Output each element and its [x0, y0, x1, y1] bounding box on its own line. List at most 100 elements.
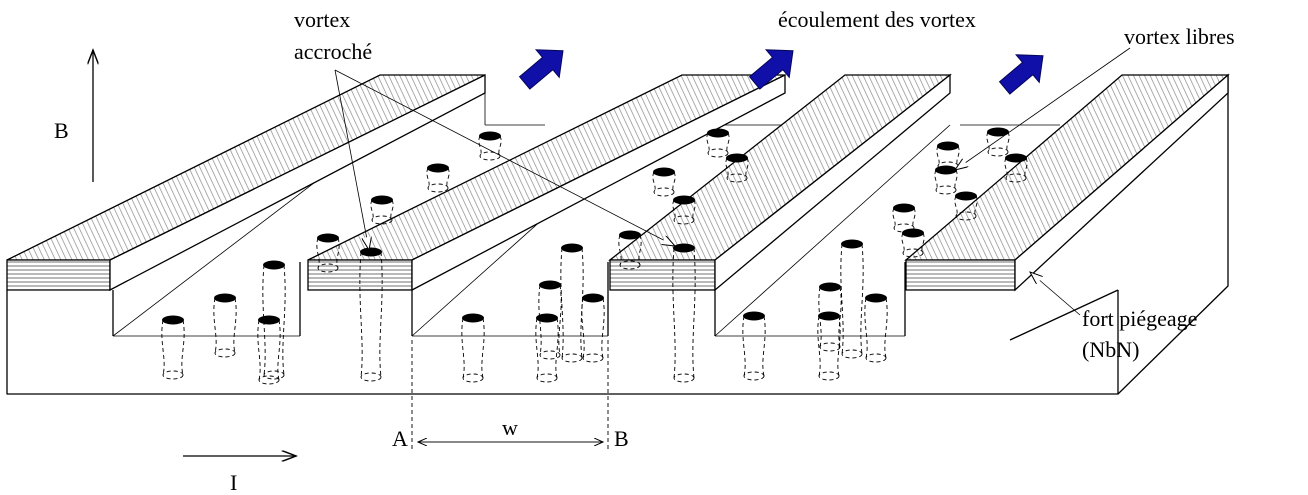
strong-pinning-pointer — [1030, 272, 1081, 316]
vortex-core — [479, 131, 501, 141]
vortex-bottom — [536, 373, 558, 383]
free-vortex-label: vortex libres — [1124, 24, 1235, 49]
vortex-core — [743, 311, 765, 321]
vortex-tube — [742, 315, 766, 377]
vortex-bottom — [841, 349, 863, 359]
vortex-bottom — [619, 260, 641, 270]
free-vortex-pointer — [955, 47, 1131, 170]
vortex-bottom — [479, 151, 501, 161]
flow-arrow-2 — [748, 49, 794, 90]
vortex-core — [162, 315, 184, 325]
point-a-label: A — [392, 426, 408, 451]
flow-arrow-3 — [998, 54, 1044, 95]
vortex-tube — [672, 199, 696, 221]
vortex-bottom — [582, 353, 604, 363]
vortex-core — [561, 243, 583, 253]
vortex-tube — [706, 132, 730, 154]
vortex-bottom — [902, 248, 924, 258]
vortex-core — [819, 282, 841, 292]
vortex-tube — [478, 135, 502, 157]
vortex-bottom — [427, 183, 449, 193]
vortex-bottom — [987, 147, 1009, 157]
current-label: I — [230, 470, 237, 495]
magnetic-field-label: B — [54, 118, 69, 143]
vortex-tube — [618, 234, 642, 266]
vortex-tube — [316, 237, 340, 269]
vortex-tube — [161, 319, 185, 376]
vortex-tube — [370, 199, 394, 221]
vortex-core — [818, 311, 840, 321]
vortex-core — [462, 313, 484, 323]
vortex-bottom — [935, 185, 957, 195]
strip-3 — [608, 73, 952, 292]
vortex-tube — [864, 297, 888, 359]
strip-1 — [6, 73, 486, 292]
vortex-core — [653, 167, 675, 177]
vortex-core — [955, 191, 977, 201]
vortex-bottom — [360, 372, 382, 382]
vortex-bottom — [462, 373, 484, 383]
vortex-bottom — [263, 370, 285, 380]
vortex-bottom — [743, 371, 765, 381]
vortex-core — [317, 233, 339, 243]
vortex-tube — [652, 171, 676, 193]
vortex-core — [360, 247, 382, 257]
vortex-tube — [840, 243, 864, 355]
vortex-core — [539, 280, 561, 290]
vortex-core — [673, 195, 695, 205]
vortex-tube — [213, 297, 237, 354]
vortex-bottom — [371, 215, 393, 225]
vortex-bottom — [955, 211, 977, 221]
vortex-core — [937, 141, 959, 151]
vortex-core — [726, 153, 748, 163]
vortex-tube — [359, 251, 383, 378]
vortex-tube — [954, 195, 978, 217]
vortex-core — [263, 260, 285, 270]
vortex-tube — [538, 284, 562, 356]
pinned-vortex-pointers — [334, 69, 675, 250]
vortex-flow-label: écoulement des vortex — [778, 7, 976, 32]
vortex-tube — [461, 317, 485, 379]
vortex-bottom — [726, 173, 748, 183]
vortex-bottom — [865, 353, 887, 363]
vortex-tube — [1004, 157, 1028, 179]
vortex-bottom — [819, 342, 841, 352]
vortex-bottom — [1005, 173, 1027, 183]
vortex-core — [619, 230, 641, 240]
vortex-core — [841, 239, 863, 249]
flow-arrow-1 — [518, 49, 564, 90]
vortex-core — [258, 315, 280, 325]
vortex-tube — [672, 247, 696, 379]
pinned-vortex-label-1: vortex — [294, 7, 350, 32]
vortex-bottom — [162, 370, 184, 380]
vortex-bottom — [539, 350, 561, 360]
vortex-core — [893, 203, 915, 213]
vortex-core — [1005, 153, 1027, 163]
vortex-core — [902, 228, 924, 238]
vortex-core — [673, 243, 695, 253]
vortex-tube — [581, 297, 605, 359]
vortex-core — [707, 128, 729, 138]
vortex-core — [427, 163, 449, 173]
vortex-tube — [426, 167, 450, 189]
vortex-core — [987, 127, 1009, 137]
vortex-bottom — [818, 371, 840, 381]
vortex-tube — [934, 169, 958, 191]
vortex-bottom — [653, 187, 675, 197]
vortex-tube — [901, 232, 925, 254]
strip-2 — [307, 73, 786, 292]
vortex-core — [536, 313, 558, 323]
vortex-tube — [986, 131, 1010, 153]
strong-pinning-label-1: fort piégeage — [1082, 306, 1197, 331]
vortex-tube — [936, 145, 960, 167]
vortex-tube — [262, 264, 286, 376]
vortex-core — [582, 293, 604, 303]
vortex-bottom — [214, 348, 236, 358]
vortex-tube — [725, 157, 749, 179]
vortex-bottom — [707, 148, 729, 158]
vortex-core — [214, 293, 236, 303]
vortex-tube — [535, 317, 559, 379]
vortex-core — [865, 293, 887, 303]
vortex-bottom — [673, 373, 695, 383]
